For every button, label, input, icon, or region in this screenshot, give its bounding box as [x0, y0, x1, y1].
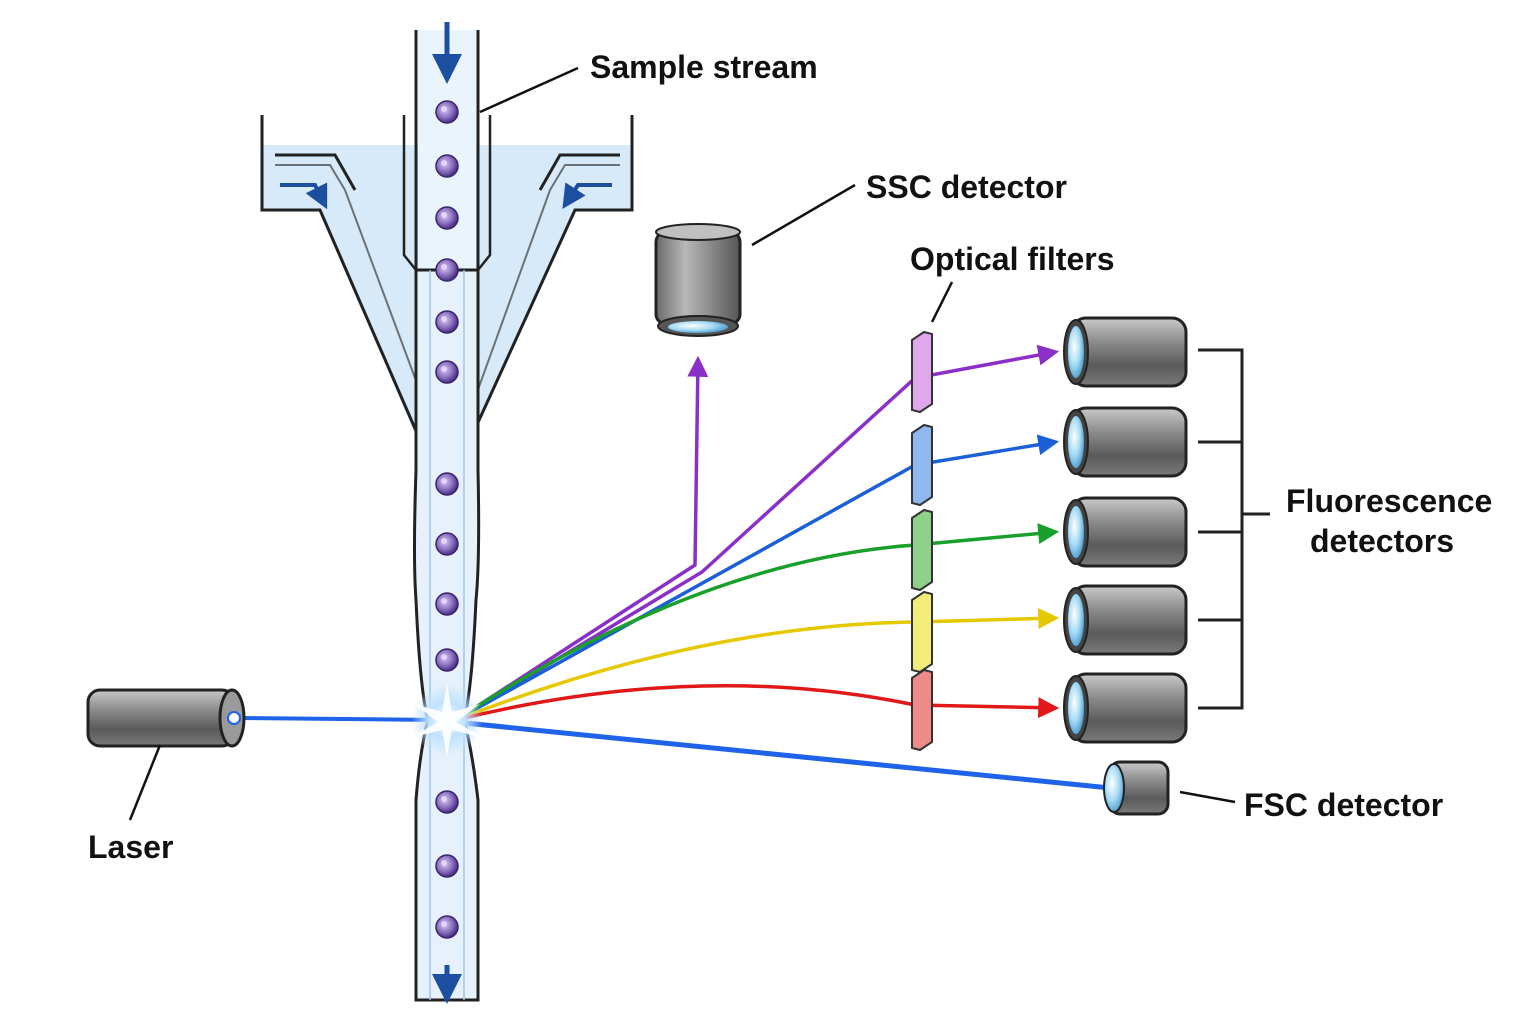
fluorescence-label-line1: Fluorescence: [1286, 483, 1492, 519]
optical-filter-icon: [911, 330, 933, 414]
interrogation-point: [410, 684, 484, 756]
optical-filter-icon: [911, 668, 933, 752]
optical-filter-icon: [911, 590, 933, 674]
cell-icon: [435, 206, 459, 230]
filters-leader: [930, 281, 954, 323]
ssc-leader: [751, 183, 856, 247]
red-channel: [455, 684, 1060, 722]
fsc-leader: [1179, 790, 1236, 804]
emission-lines: [455, 344, 1060, 722]
cell-icon: [435, 592, 459, 616]
flow-arrow-icon: [562, 182, 612, 210]
optical-filter-icon: [911, 508, 933, 592]
cell-icon: [435, 532, 459, 556]
fsc-beam: [454, 719, 1111, 791]
cell-icon: [435, 100, 459, 124]
fluorescence-detector-icon: [1063, 584, 1188, 656]
green-channel: [455, 523, 1060, 722]
fluorescence-detector-icon: [1063, 406, 1188, 478]
flow-arrow-icon: [280, 182, 328, 210]
sample-stream-leader: [479, 66, 579, 114]
optical-filters: [911, 330, 933, 752]
ssc-detector-label: SSC detector: [866, 169, 1067, 205]
laser-leader: [128, 744, 162, 821]
fsc-detector-icon: [1103, 760, 1170, 816]
cell-icon: [435, 258, 459, 282]
laser-beam: [237, 716, 441, 722]
cell-icon: [435, 854, 459, 878]
fluorescence-detector-icon: [1063, 316, 1188, 388]
fluorescence-bracket: [1198, 348, 1270, 710]
fluorescence-detector-icon: [1063, 496, 1188, 568]
cell-icon: [435, 360, 459, 384]
fluorescence-detector-icon: [1063, 672, 1188, 744]
optical-filters-label: Optical filters: [910, 241, 1115, 277]
cell-icon: [435, 154, 459, 178]
fluorescence-detectors: [1063, 316, 1188, 744]
laser-icon: [86, 688, 246, 748]
cell-icon: [435, 790, 459, 814]
cell-icon: [435, 915, 459, 939]
cell-icon: [435, 472, 459, 496]
cell-icon: [435, 648, 459, 672]
blue-channel: [455, 434, 1060, 722]
cell-icon: [435, 310, 459, 334]
violet-emission: [455, 355, 709, 722]
laser-label: Laser: [88, 829, 173, 865]
fsc-detector-label: FSC detector: [1244, 787, 1443, 823]
fluorescence-label-line2: detectors: [1310, 523, 1454, 559]
optical-filter-icon: [911, 423, 933, 507]
ssc-detector-icon: [654, 223, 742, 337]
yellow-channel: [455, 607, 1060, 722]
sample-stream-label: Sample stream: [590, 49, 818, 85]
